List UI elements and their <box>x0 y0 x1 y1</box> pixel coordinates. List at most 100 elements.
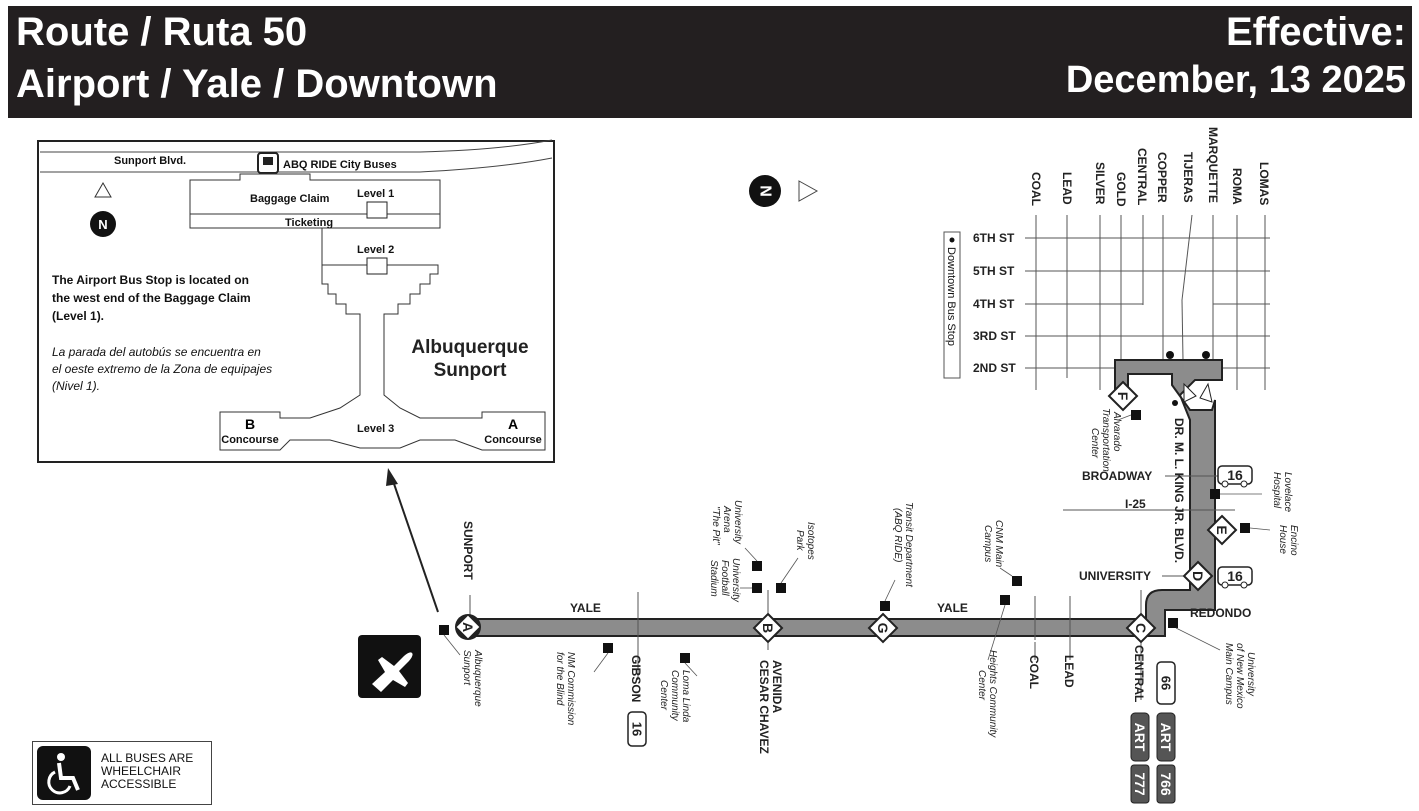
street-label-gibson: GIBSON <box>629 655 643 702</box>
route-66-badge[interactable]: 66 <box>1156 661 1176 705</box>
landmark-heights: Center <box>976 670 987 701</box>
note-en: the west end of the Baggage Claim <box>52 291 251 305</box>
landmark-unm: University <box>1245 652 1256 697</box>
landmark-stadium: University <box>730 558 741 603</box>
downtown-ew-labels: 6TH ST 5TH ST 4TH ST 3RD ST 2ND ST <box>973 231 1016 375</box>
route-16-badge[interactable]: 16 <box>627 711 647 747</box>
effective-label: Effective: <box>1225 10 1406 54</box>
stop-e[interactable]: E <box>1206 514 1238 546</box>
street-label-roma: ROMA <box>1230 168 1244 205</box>
landmark-lovelace: Hospital <box>1271 472 1282 509</box>
stop-a[interactable]: A <box>455 614 481 640</box>
stop-d[interactable]: D <box>1182 560 1214 592</box>
route-art-766-badge[interactable]: ART 766 <box>1156 712 1176 804</box>
header-banner: Route / Ruta 50 Airport / Yale / Downtow… <box>8 6 1412 118</box>
street-label-cesar-chavez: CESAR CHAVEZ <box>757 660 771 754</box>
escalator-icon <box>366 257 388 275</box>
landmark-alvarado: Alvarado <box>1111 411 1122 452</box>
concourse-b-letter: B <box>245 416 255 432</box>
stop-f[interactable]: F <box>1107 380 1139 412</box>
street-label-central: CENTRAL <box>1132 645 1146 702</box>
landmark-cnm: CNM Main <box>993 520 1004 568</box>
direction-arrow-icon <box>1199 382 1213 403</box>
landmark-blind: NM Commission <box>565 652 576 726</box>
direction-arrow-icon <box>1183 382 1197 403</box>
street-label-lead: LEAD <box>1062 655 1076 688</box>
wheelchair-icon <box>37 746 91 800</box>
concourse-a-letter: A <box>508 416 518 432</box>
city-buses-label: ABQ RIDE City Buses <box>283 159 397 171</box>
level-2-label: Level 2 <box>357 244 394 256</box>
airport-inset: Sunport Blvd. ABQ RIDE City Buses N Bagg… <box>37 139 555 463</box>
landmark-encino: House <box>1277 525 1288 554</box>
concourse-b-label: Concourse <box>221 434 278 446</box>
level-1-label: Level 1 <box>357 188 394 200</box>
stop-letter: G <box>875 623 891 634</box>
street-label-coal: COAL <box>1027 655 1041 689</box>
street-label-redondo: REDONDO <box>1190 606 1251 620</box>
north-arrow-icon <box>94 181 112 198</box>
route-title: Route / Ruta 50 <box>16 10 308 54</box>
landmark-stadium: Stadium <box>708 560 719 597</box>
street-label-6th: 6TH ST <box>973 231 1015 245</box>
landmark-loma-linda: Center <box>658 680 669 711</box>
downtown-stop-legend-label: Downtown Bus Stop <box>945 247 957 346</box>
street-label-4th: 4TH ST <box>973 297 1015 311</box>
concourse-a-label: Concourse <box>484 434 541 446</box>
accessibility-text: ALL BUSES ARE <box>101 751 194 765</box>
landmark-markers <box>439 410 1250 663</box>
street-label-5th: 5TH ST <box>973 264 1015 278</box>
airport-name: Sunport <box>434 360 507 381</box>
stop-c[interactable]: C <box>1125 612 1157 644</box>
street-label-mlk: DR. M. L. KING JR. BLVD. <box>1172 418 1186 563</box>
landmark-pit: Arena <box>721 505 732 533</box>
cross-streets <box>469 475 1235 700</box>
stop-g[interactable]: G <box>867 612 899 644</box>
route-line <box>464 359 1223 637</box>
route-16-badge[interactable]: 16 <box>1217 465 1253 488</box>
escalator-icon <box>366 201 388 219</box>
street-label-2nd: 2ND ST <box>973 361 1016 375</box>
landmark-loma-linda: Community <box>669 670 680 722</box>
stop-b[interactable]: B <box>752 612 784 644</box>
route-number: 16 <box>630 722 645 736</box>
north-icon <box>90 211 116 237</box>
ticketing-label: Ticketing <box>285 217 333 229</box>
street-label-lead: LEAD <box>1060 172 1074 205</box>
landmark-leaders <box>443 414 1271 677</box>
note-es: el oeste extremo de la Zona de equipajes <box>52 362 272 376</box>
effective-date: December, 13 2025 <box>1065 59 1406 101</box>
note-es: (Nivel 1). <box>52 379 100 393</box>
downtown-stop-dots <box>1166 351 1210 406</box>
street-label-marquette: MARQUETTE <box>1206 127 1220 203</box>
street-label-broadway: BROADWAY <box>1082 469 1152 483</box>
landmark-transit: Transit Department <box>903 502 914 588</box>
landmark-pit: "The Pit" <box>710 506 721 545</box>
note-en: The Airport Bus Stop is located on <box>52 273 249 287</box>
note-es: La parada del autobús se encuentra en <box>52 345 261 359</box>
north-letter: N <box>98 217 107 232</box>
street-label-university: UNIVERSITY <box>1079 569 1151 583</box>
route-number: 777 <box>1132 772 1148 796</box>
landmark-isotopes: Park <box>794 530 805 552</box>
route-art-777-badge[interactable]: ART 777 <box>1130 712 1150 804</box>
street-label-copper: COPPER <box>1155 152 1169 203</box>
landmark-isotopes: Isotopes <box>805 522 816 560</box>
street-label-silver: SILVER <box>1093 162 1107 205</box>
landmark-encino: Encino <box>1288 525 1299 556</box>
landmark-labels: Albuquerque Sunport NM Commission for th… <box>461 408 1299 738</box>
landmark-loma-linda: Loma Linda <box>680 670 691 723</box>
route-number: 766 <box>1158 772 1174 796</box>
route-number: 16 <box>1227 467 1243 483</box>
north-icon <box>749 175 781 207</box>
route-number: ART <box>1132 723 1148 752</box>
stop-letter: E <box>1214 525 1230 534</box>
bus-icon <box>257 152 279 174</box>
route-16-badge[interactable]: 16 <box>1217 566 1253 589</box>
landmark-alvarado: Center <box>1089 428 1100 459</box>
route-name: Airport / Yale / Downtown <box>16 62 498 106</box>
landmark-stadium: Football <box>719 560 730 596</box>
airport-name: Albuquerque <box>411 337 528 358</box>
street-label-central: CENTRAL <box>1135 148 1149 205</box>
